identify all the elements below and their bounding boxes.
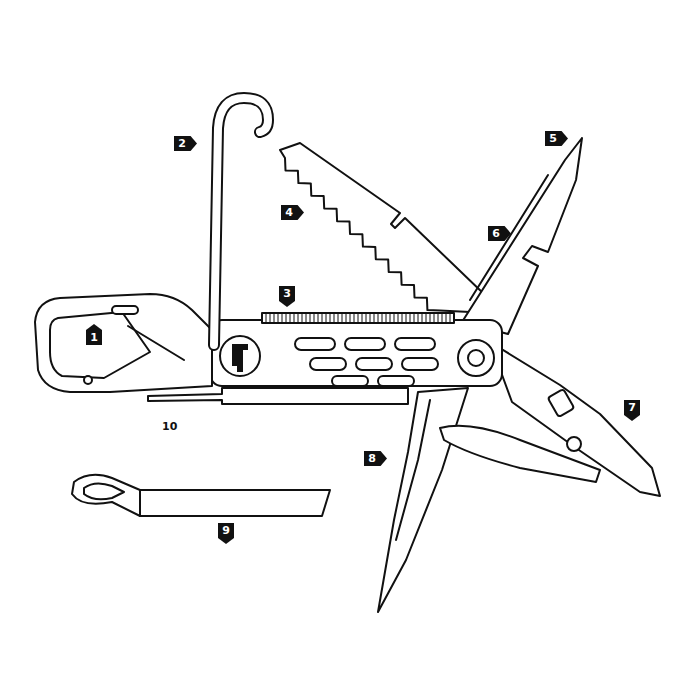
bit-strip	[148, 388, 408, 404]
hook-fill	[214, 98, 268, 345]
callout-number: 10	[160, 420, 179, 433]
bit-driver-loop	[84, 483, 124, 499]
pivot	[458, 340, 494, 376]
carabiner-rivet	[84, 376, 92, 384]
file	[262, 313, 454, 323]
carabiner-slot	[112, 306, 138, 314]
logo-disc	[220, 336, 260, 376]
callout-number: 5	[545, 131, 568, 146]
spring-knob	[548, 389, 575, 417]
hook-outline	[214, 98, 268, 345]
tool-body	[210, 320, 502, 386]
saw-blade	[280, 143, 485, 312]
bit-driver-joint	[139, 490, 141, 516]
callout-number: 9	[218, 523, 234, 544]
plier-handle	[490, 342, 660, 496]
plier-rivet	[567, 437, 581, 451]
pivot-center	[468, 350, 484, 366]
handle-slot	[295, 338, 335, 350]
handle-slot	[395, 338, 435, 350]
callout-number: 3	[279, 286, 295, 307]
knife-edge	[396, 400, 430, 540]
carabiner	[35, 294, 212, 392]
handle-slot	[378, 376, 414, 386]
bit-driver	[72, 475, 330, 516]
file-ribs	[266, 313, 450, 323]
handle-slot	[310, 358, 346, 370]
handle-slot	[345, 338, 385, 350]
logo-mark	[232, 344, 248, 372]
knife-blade	[378, 388, 468, 612]
carabiner-gate	[128, 326, 184, 360]
carabiner-opening	[50, 312, 150, 378]
jaw-edge	[470, 175, 548, 300]
handle-slot	[332, 376, 368, 386]
handle-slot	[356, 358, 392, 370]
plier-jaw	[462, 138, 582, 334]
callout-number: 7	[624, 400, 640, 421]
callout-number: 4	[281, 205, 304, 220]
callout-number: 2	[174, 136, 197, 151]
handle-slot	[402, 358, 438, 370]
callout-number: 8	[364, 451, 387, 466]
